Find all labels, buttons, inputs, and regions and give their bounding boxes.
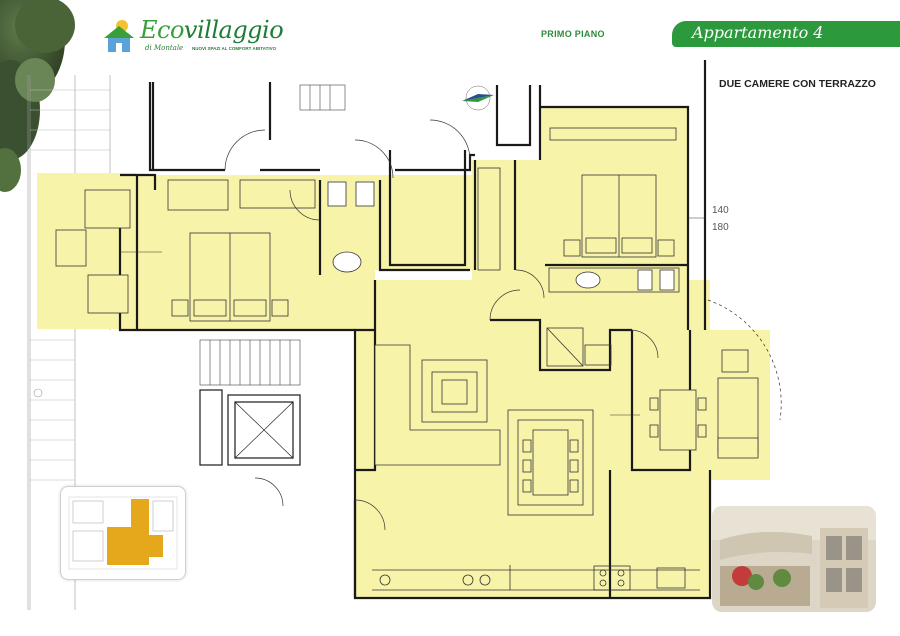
terrace-left-furniture — [55, 189, 131, 314]
logo-name-part2: villaggio — [183, 16, 284, 44]
dimension-width: 140 — [712, 205, 729, 216]
logo-location: di Montale — [145, 44, 184, 52]
bed-2 — [563, 174, 675, 258]
plan-thumbnail — [60, 486, 186, 580]
logo: Ecovillaggio di Montale NUOVI SPAZI AL C… — [100, 14, 290, 64]
logo-name-part1: Eco — [140, 16, 184, 44]
kitchen — [372, 565, 700, 591]
elevator — [199, 389, 301, 466]
bathroom-fixtures — [327, 181, 680, 367]
building-photo — [712, 506, 876, 612]
apartment-highlight — [37, 107, 770, 598]
walls — [118, 60, 712, 600]
floor-label: PRIMO PIANO — [541, 29, 605, 39]
wardrobes — [167, 127, 677, 271]
compass-icon — [462, 85, 494, 111]
bed-1 — [171, 232, 289, 322]
dining-table — [507, 409, 594, 516]
apartment-title-bar: Appartamento 4 — [672, 21, 900, 47]
sofa — [374, 344, 501, 466]
logo-slogan: NUOVI SPAZI AL COMFORT ABITATIVO — [192, 46, 277, 51]
apartment-title: Appartamento 4 — [692, 23, 824, 42]
stairs — [199, 84, 346, 386]
terrace-table — [649, 349, 759, 459]
dimension-length: 180 — [712, 222, 729, 233]
door-swings — [224, 119, 782, 531]
apartment-subtitle: DUE CAMERE CON TERRAZZO — [719, 78, 876, 90]
house-logo-icon — [104, 20, 134, 52]
